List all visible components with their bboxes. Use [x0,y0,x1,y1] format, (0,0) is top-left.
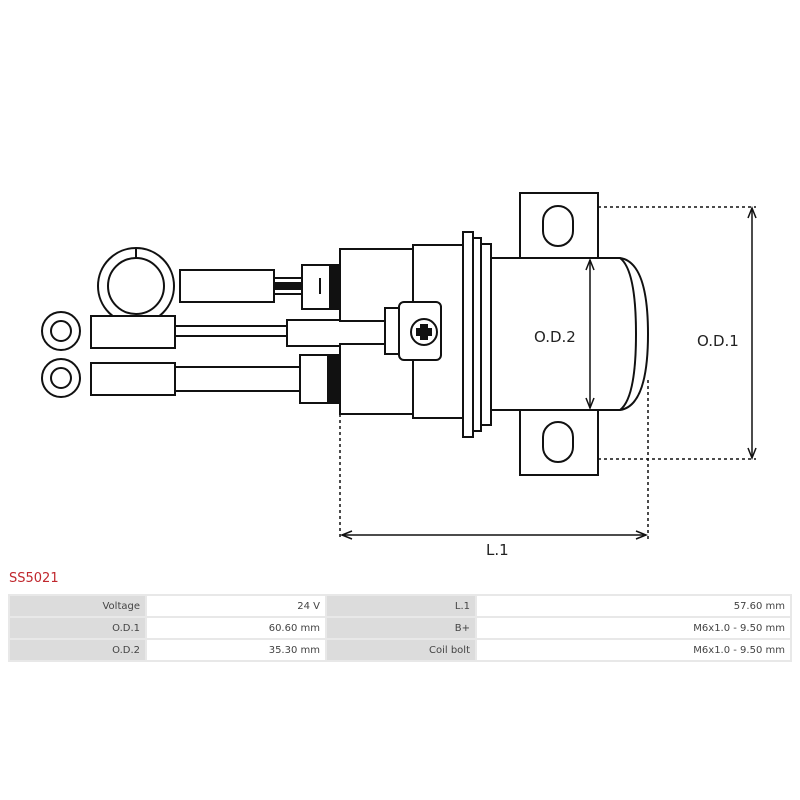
spec-value: 60.60 mm [147,618,325,638]
solenoid-technical-drawing: O.D.2 O.D.1 L.1 [41,192,757,559]
spec-label: L.1 [327,596,475,616]
solenoid-body [339,192,650,476]
ring-terminal-small-2 [41,354,341,404]
dimension-lines [339,205,757,540]
od2-label: O.D.2 [534,328,576,346]
spec-value: M6x1.0 - 9.50 mm [477,640,790,660]
table-row: O.D.1 60.60 mm B+ M6x1.0 - 9.50 mm [10,618,790,638]
spec-value: 57.60 mm [477,596,790,616]
part-number-title: SS5021 [9,571,59,586]
spec-value: 24 V [147,596,325,616]
table-row: O.D.2 35.30 mm Coil bolt M6x1.0 - 9.50 m… [10,640,790,660]
ring-terminal-large [97,247,341,325]
spec-value: M6x1.0 - 9.50 mm [477,618,790,638]
spec-label: B+ [327,618,475,638]
spec-label: O.D.2 [10,640,145,660]
specs-table: Voltage 24 V L.1 57.60 mm O.D.1 60.60 mm… [8,594,792,662]
od1-label: O.D.1 [697,332,739,350]
spec-value: 35.30 mm [147,640,325,660]
ring-terminal-small-1 [41,311,388,351]
l1-label: L.1 [486,541,509,559]
spec-label: O.D.1 [10,618,145,638]
spec-label: Voltage [10,596,145,616]
table-row: Voltage 24 V L.1 57.60 mm [10,596,790,616]
spec-label: Coil bolt [327,640,475,660]
